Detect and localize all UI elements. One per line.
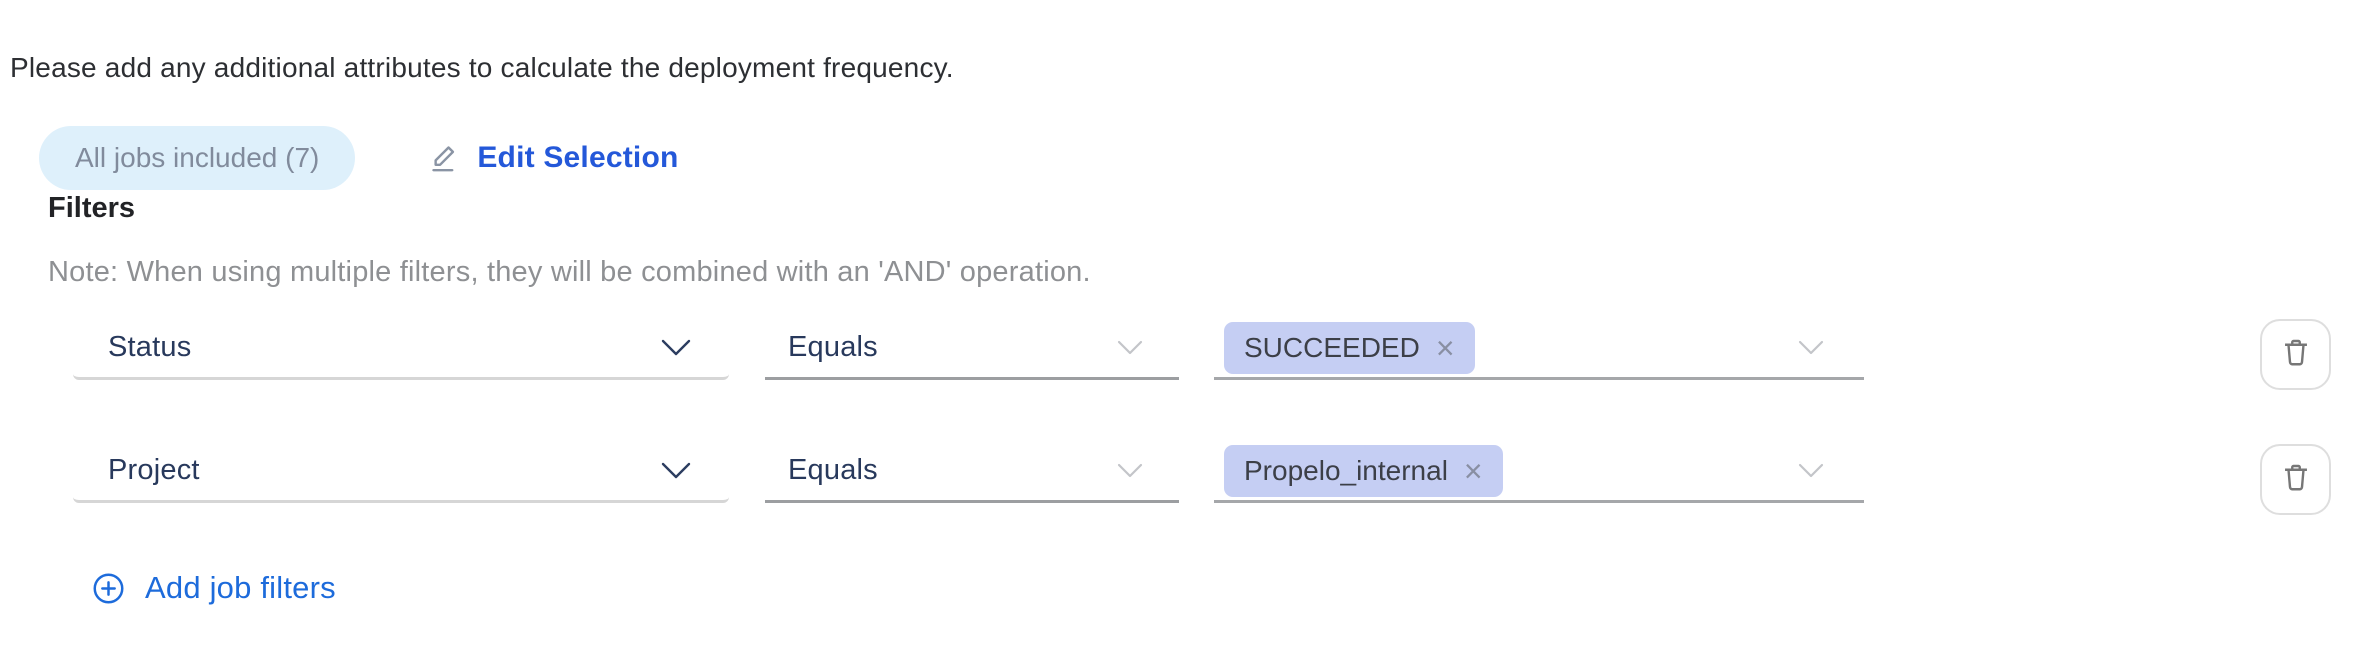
edit-selection-label: Edit Selection <box>477 141 679 174</box>
value-tag: Propelo_internal × <box>1224 444 1503 497</box>
filters-note: Note: When using multiple filters, they … <box>48 256 1091 288</box>
intro-text: Please add any additional attributes to … <box>10 52 954 83</box>
operator-select-value: Equals <box>788 454 878 486</box>
chevron-down-icon <box>1117 340 1143 355</box>
add-job-filters-label: Add job filters <box>145 570 336 605</box>
chevron-down-icon <box>661 339 691 356</box>
value-tag-label: Propelo_internal <box>1244 454 1448 486</box>
attribute-select-value: Status <box>108 331 192 363</box>
edit-pencil-icon <box>427 141 461 175</box>
edit-selection-link[interactable]: Edit Selection <box>427 141 678 175</box>
value-select[interactable]: SUCCEEDED × <box>1214 318 1864 380</box>
chevron-down-icon <box>1798 463 1824 478</box>
jobs-included-badge: All jobs included (7) <box>39 126 356 190</box>
operator-select-value: Equals <box>788 331 878 363</box>
trash-icon <box>2278 335 2314 374</box>
value-tag-label: SUCCEEDED <box>1244 331 1420 363</box>
attribute-select[interactable]: Status <box>73 318 729 380</box>
filters-heading: Filters <box>48 192 136 224</box>
attribute-select-value: Project <box>108 454 200 486</box>
chevron-down-icon <box>661 462 691 479</box>
operator-select[interactable]: Equals <box>765 441 1179 503</box>
attribute-select[interactable]: Project <box>73 441 729 503</box>
remove-value-icon[interactable]: × <box>1463 452 1483 489</box>
job-selection-row: All jobs included (7) Edit Selection <box>39 126 679 190</box>
filter-row: Status Equals SUCCEEDED × <box>0 318 2376 390</box>
add-job-filters-button[interactable]: Add job filters <box>92 570 336 606</box>
remove-value-icon[interactable]: × <box>1435 329 1455 366</box>
filter-row: Project Equals Propelo_internal × <box>0 441 2376 515</box>
delete-filter-button[interactable] <box>2260 319 2331 390</box>
value-tag: SUCCEEDED × <box>1224 321 1475 374</box>
plus-circle-icon <box>92 572 125 605</box>
delete-filter-button[interactable] <box>2260 444 2331 515</box>
chevron-down-icon <box>1798 340 1824 355</box>
chevron-down-icon <box>1117 463 1143 478</box>
trash-icon <box>2278 460 2314 499</box>
operator-select[interactable]: Equals <box>765 318 1179 380</box>
value-select[interactable]: Propelo_internal × <box>1214 441 1864 503</box>
